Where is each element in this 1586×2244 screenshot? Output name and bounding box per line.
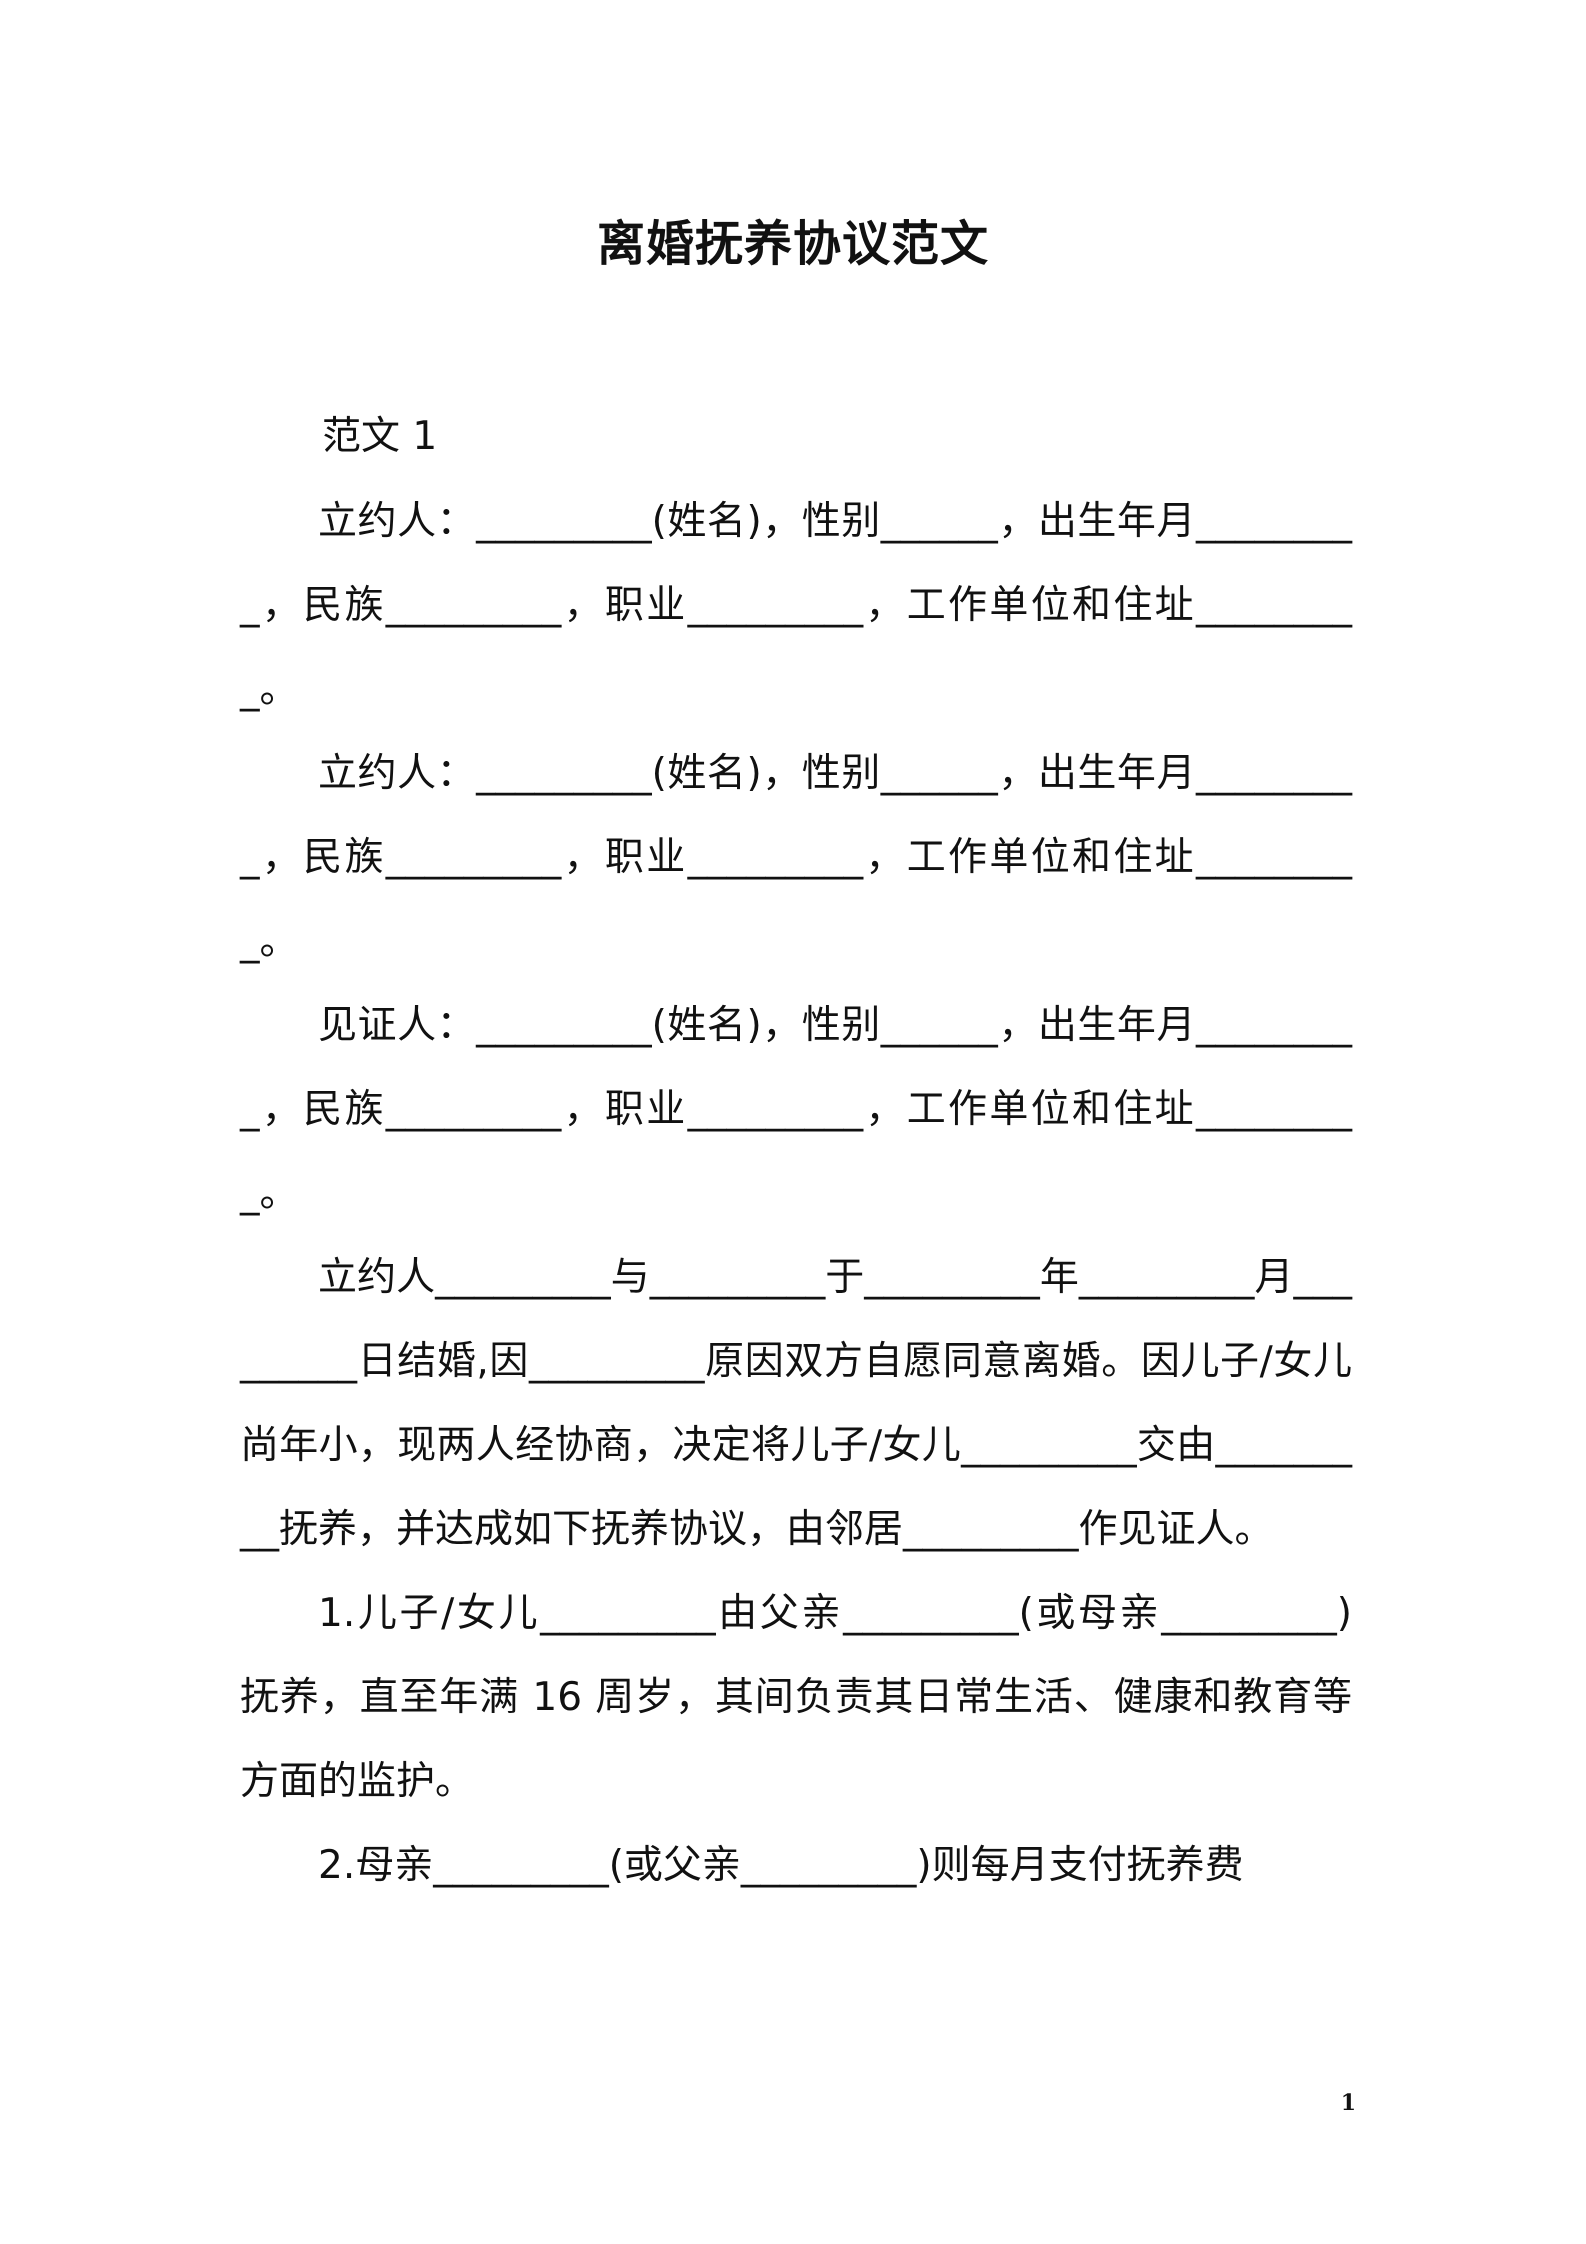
paragraph-agreement-intro: 立约人_________与_________于_________年_______… (240, 1255, 1352, 1552)
paragraph-clause-2: 2.母亲_________(或父亲_________)则每月支付抚养费 (318, 1843, 1244, 1888)
paragraph-party-2: 立约人：_________(姓名)，性别______，出生年月_________… (240, 751, 1352, 964)
section-heading: 范文 1 (322, 414, 438, 459)
paragraph-party-1: 立约人：_________(姓名)，性别______，出生年月_________… (240, 499, 1352, 712)
document-title: 离婚抚养协议范文 (596, 216, 989, 272)
page-number: 1 (1340, 2090, 1356, 2116)
paragraph-witness: 见证人：_________(姓名)，性别______，出生年月_________… (240, 1003, 1352, 1216)
paragraph-clause-1: 1.儿子/女儿_________由父亲_________(或母亲________… (240, 1591, 1352, 1804)
document-body: 立约人：_________(姓名)，性别______，出生年月_________… (240, 480, 1352, 1908)
